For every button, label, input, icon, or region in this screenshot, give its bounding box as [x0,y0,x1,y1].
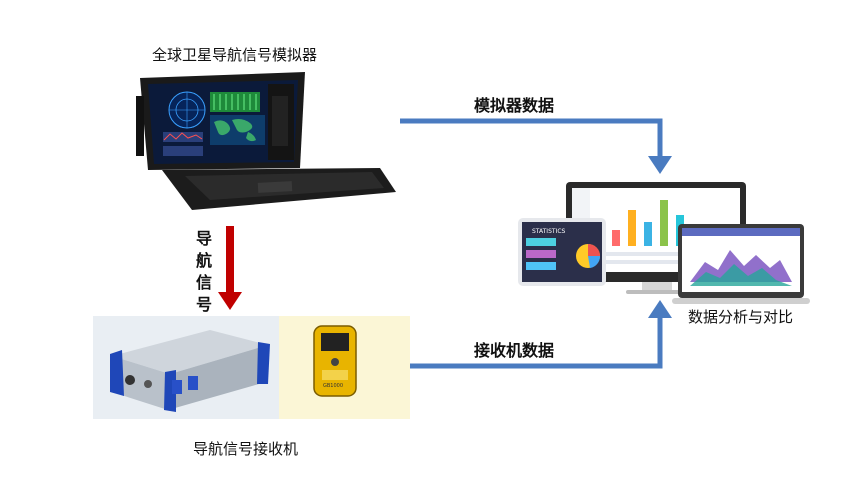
simulator-data-arrow [400,118,672,174]
nav-signal-char: 信 [195,273,212,292]
analysis-devices [518,182,810,304]
analysis-title: 数据分析与对比 [688,308,794,326]
nav-signal-char: 航 [195,251,212,270]
nav-signal-arrow [218,226,242,310]
receiver-photo-left [93,316,279,419]
receiver-title: 导航信号接收机 [193,440,299,458]
signal-simulator-device [136,72,396,210]
receiver-data-arrow [410,300,672,369]
stats-title: STATISTICS [532,228,566,235]
nav-signal-label: 导 航 信 号 [194,228,214,316]
receiver-data-label: 接收机数据 [474,341,555,360]
handheld-model-label: GB1000 [323,383,343,389]
simulator-title: 全球卫星导航信号模拟器 [152,46,318,64]
simulator-data-label: 模拟器数据 [474,96,555,115]
receiver-photo-right [279,316,410,419]
nav-signal-char: 号 [195,295,212,314]
nav-signal-char: 导 [195,229,212,248]
